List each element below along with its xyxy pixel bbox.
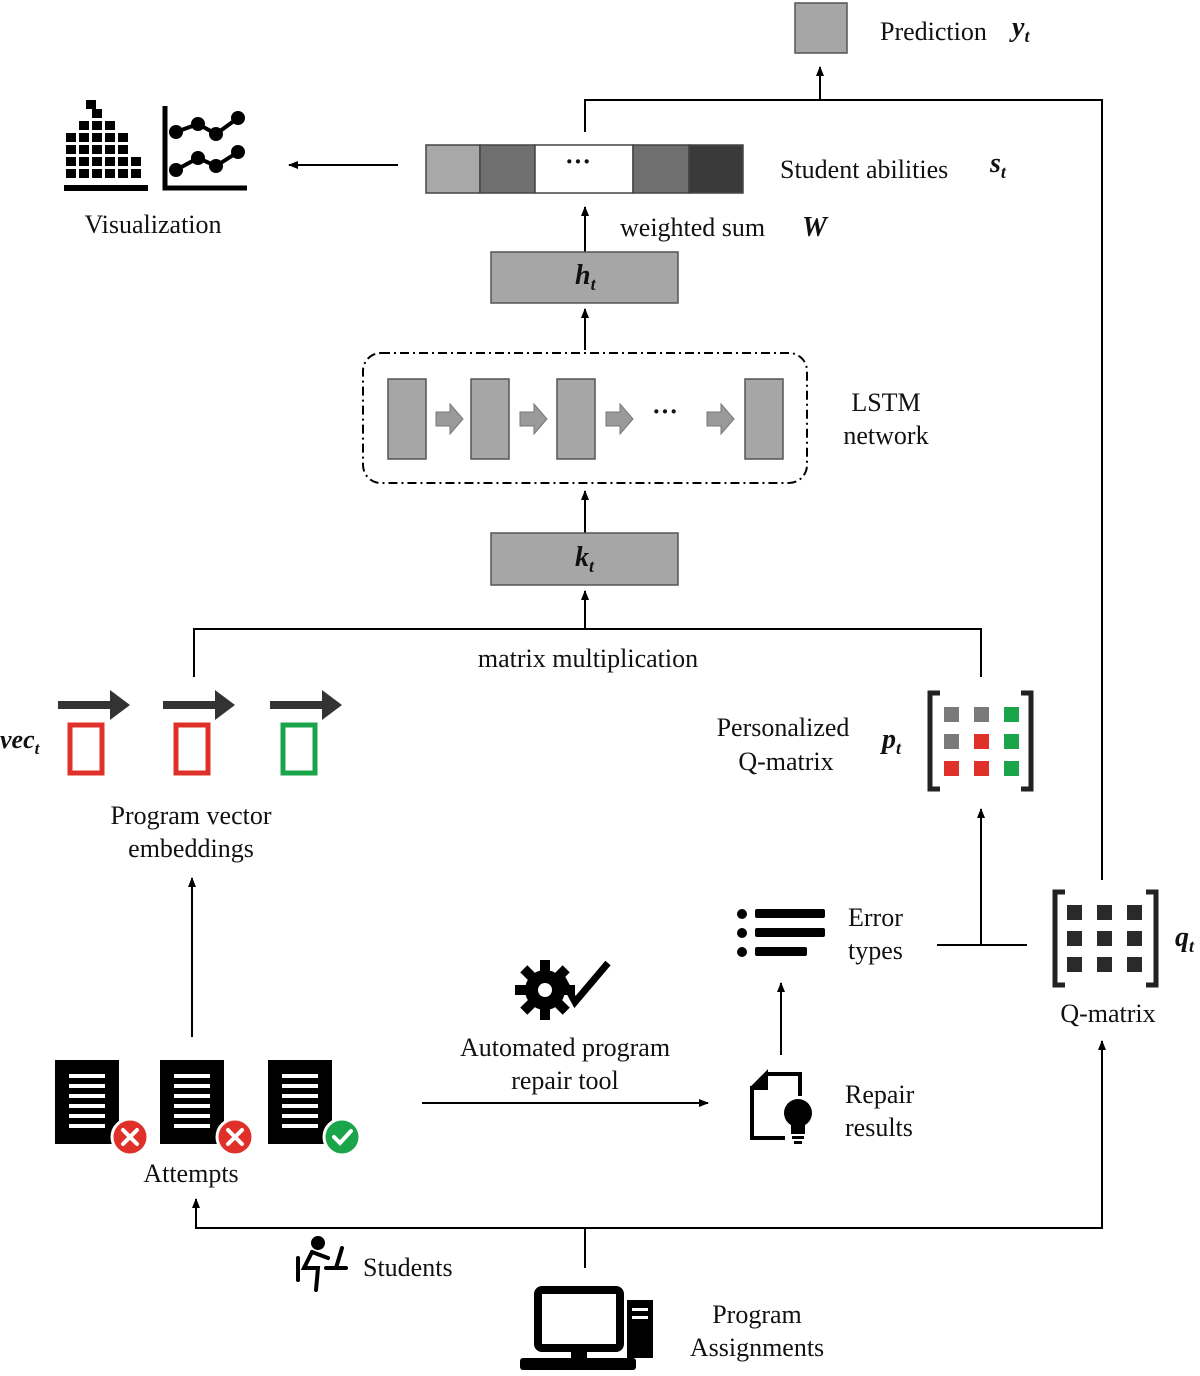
embedding-arrows: [58, 690, 342, 720]
success-badge-icon: [322, 1117, 362, 1157]
prediction-label: Prediction: [880, 17, 987, 46]
arrow-right-icon: [270, 690, 342, 720]
repair-label-line1: Repair: [845, 1080, 915, 1109]
list-icon: [737, 909, 825, 957]
path-to-prediction: [584, 99, 1103, 880]
error-badge-icon: [215, 1117, 255, 1157]
students-label: Students: [363, 1253, 453, 1282]
qmatrix-label: Q-matrix: [1060, 999, 1155, 1028]
embedding-red-1: [67, 722, 105, 776]
error-badge-icon: [110, 1117, 150, 1157]
embedding-green: [280, 722, 318, 776]
weighted-sum-label: weighted sum: [620, 213, 765, 242]
program-vec-label-line1: Program vector: [110, 801, 271, 830]
visualization-label: Visualization: [84, 210, 221, 239]
pt-symbol: pt: [880, 724, 902, 758]
document-icon: [268, 1060, 332, 1144]
abilities-ellipsis: ···: [565, 147, 591, 176]
computer-icon: [520, 1286, 653, 1370]
assignments-label-line2: Assignments: [690, 1333, 824, 1362]
personalized-qmatrix: [927, 690, 1034, 792]
arrow-right-icon: [58, 690, 130, 720]
gear-check-icon: [515, 960, 611, 1020]
student-abilities-label: Student abilities: [780, 155, 948, 184]
attempts-label: Attempts: [143, 1159, 238, 1188]
abilities-symbol: st: [989, 148, 1007, 182]
error-types-label-line1: Error: [848, 903, 903, 932]
student-at-desk-icon: [296, 1236, 348, 1292]
student-abilities-vector: ···: [425, 144, 744, 194]
lightbulb-document-icon: [750, 1069, 812, 1144]
qmatrix-icon: [1052, 889, 1159, 988]
ht-box: [490, 251, 679, 304]
lstm-cells: [387, 378, 784, 460]
kt-box: [490, 532, 679, 586]
weighted-symbol: W: [802, 212, 829, 243]
assignments-label-line1: Program: [712, 1300, 802, 1329]
document-icon: [55, 1060, 119, 1144]
program-vec-label-line2: embeddings: [128, 834, 254, 863]
lstm-label-line2: network: [843, 421, 928, 450]
vec-symbol: vect: [0, 725, 41, 758]
bar-chart-icon: [64, 100, 148, 191]
line-chart-icon: [162, 106, 247, 191]
connector-to-qmatrix: [585, 1042, 1103, 1229]
prediction-symbol: yt: [1009, 12, 1030, 46]
personalized-label-line1: Personalized: [717, 713, 850, 742]
kt-symbol: kt: [575, 542, 595, 576]
lstm-ellipsis: ···: [652, 397, 678, 426]
matrix-mult-bracket: [193, 628, 982, 677]
repair-label-line2: results: [845, 1113, 913, 1142]
document-icon: [160, 1060, 224, 1144]
arrow-right-icon: [163, 690, 235, 720]
apr-label-line2: repair tool: [511, 1066, 619, 1095]
lstm-label-line1: LSTM: [851, 388, 920, 417]
apr-label-line1: Automated program: [460, 1033, 670, 1062]
ht-symbol: ht: [575, 260, 597, 294]
embedding-red-2: [173, 722, 211, 776]
lstm-network-frame: [362, 352, 808, 484]
lstm-arrow-icons: [435, 402, 735, 436]
matrix-mult-label: matrix multiplication: [478, 644, 698, 673]
error-types-label-line2: types: [848, 936, 903, 965]
prediction-box: [794, 2, 848, 54]
personalized-label-line2: Q-matrix: [738, 747, 833, 776]
qt-symbol: qt: [1175, 922, 1195, 956]
